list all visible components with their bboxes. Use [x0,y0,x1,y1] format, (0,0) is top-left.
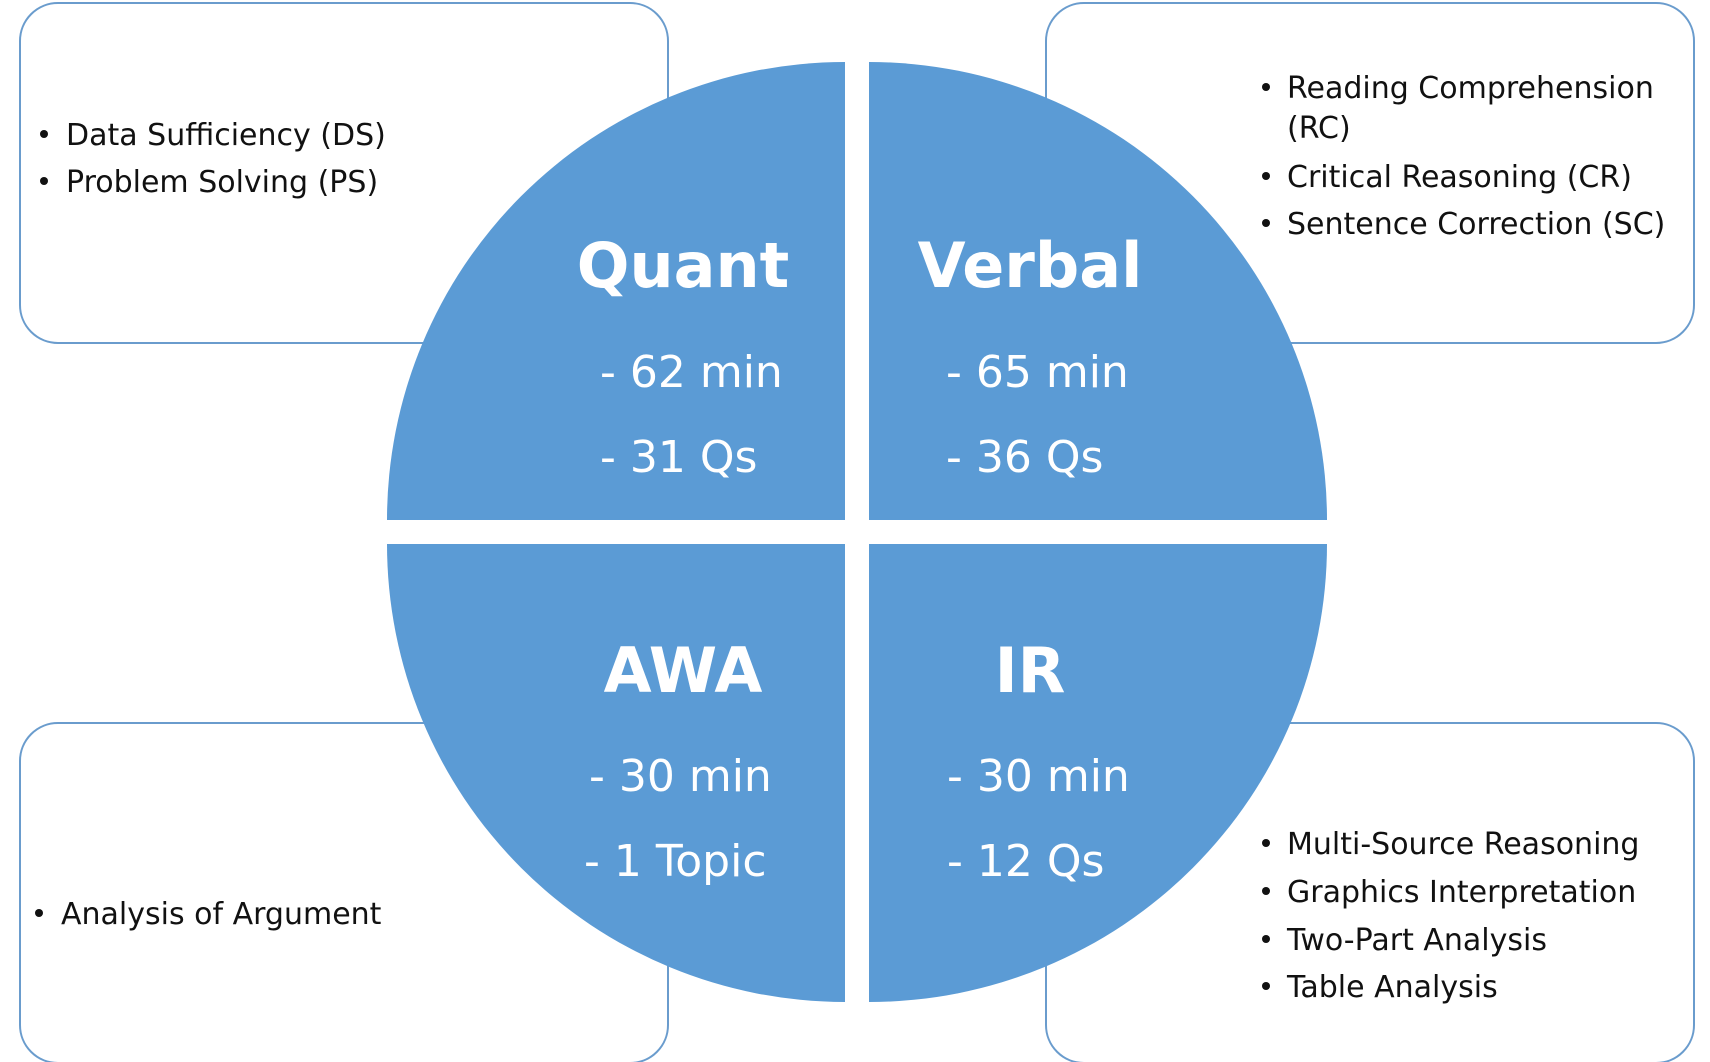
verbal-time: - 65 min [946,347,1129,398]
bullet-dot [35,909,43,917]
bullet-dot [1262,219,1270,227]
ir-topic-list: Multi-Source Reasoning Graphics Interpre… [1262,827,1639,1005]
verbal-title: Verbal [918,229,1143,302]
quant-questions: - 31 Qs [600,432,757,483]
quant-quadrant [387,62,845,520]
ir-topic-item: Table Analysis [1286,970,1498,1005]
verbal-topic-item: Reading Comprehension (RC) [1287,71,1663,146]
ir-quadrant [869,544,1327,1002]
ir-topic-item: Two-Part Analysis [1286,923,1547,958]
awa-time: - 30 min [589,751,772,802]
verbal-topic-item-line: Reading Comprehension [1287,71,1654,106]
ir-title: IR [995,634,1066,707]
bullet-dot [40,130,48,138]
awa-title: AWA [604,634,763,707]
verbal-topic-item: Sentence Correction (SC) [1287,207,1665,242]
bullet-dot [1262,172,1270,180]
awa-quadrant [387,544,845,1002]
quant-topic-item: Problem Solving (PS) [66,165,378,200]
awa-topic-list: Analysis of Argument [35,897,382,932]
ir-questions: - 12 Qs [947,836,1104,887]
verbal-topic-item-line: (RC) [1287,111,1351,146]
verbal-quadrant [869,62,1327,520]
bullet-dot [40,177,48,185]
ir-time: - 30 min [947,751,1130,802]
quant-topic-item: Data Sufficiency (DS) [66,118,386,153]
verbal-topic-list: Reading Comprehension (RC) Critical Reas… [1262,71,1665,242]
awa-topic-item: Analysis of Argument [61,897,382,932]
bullet-dot [1262,887,1270,895]
ir-topic-item: Graphics Interpretation [1287,875,1636,910]
bullet-dot [1262,83,1270,91]
bullet-dot [1262,839,1270,847]
quant-topic-list: Data Sufficiency (DS) Problem Solving (P… [40,118,386,200]
bullet-dot [1262,982,1270,990]
quant-title: Quant [577,229,789,302]
ir-topic-item: Multi-Source Reasoning [1287,827,1639,862]
verbal-questions: - 36 Qs [946,432,1103,483]
verbal-topic-item: Critical Reasoning (CR) [1287,160,1632,195]
quant-time: - 62 min [600,347,783,398]
awa-topic-count: - 1 Topic [584,836,767,887]
bullet-dot [1262,935,1270,943]
